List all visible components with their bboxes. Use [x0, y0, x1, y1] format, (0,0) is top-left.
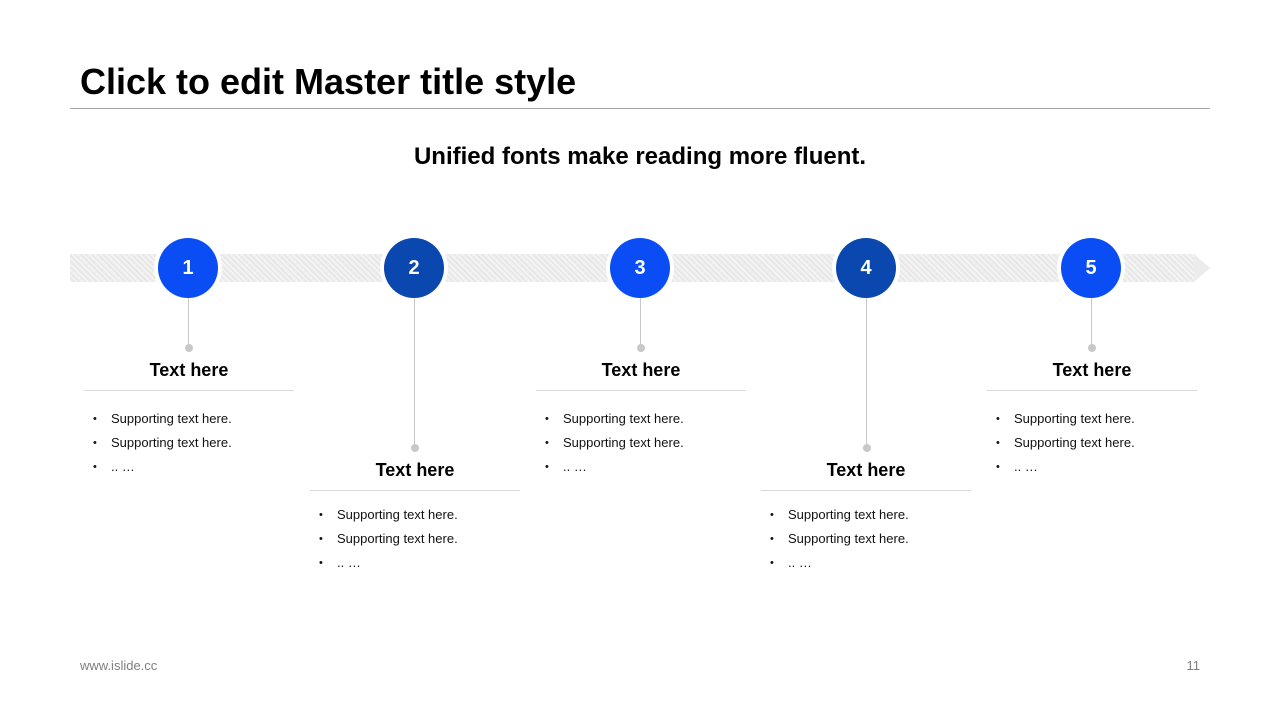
- step-4-title: Text here: [826, 460, 906, 480]
- step-2-number-circle: 2: [384, 238, 444, 298]
- step-4-number-circle: 4: [836, 238, 896, 298]
- step-3-bullet-list: Supporting text here. Supporting text he…: [543, 407, 733, 479]
- step-4-bullet-list: Supporting text here. Supporting text he…: [768, 503, 958, 575]
- list-item: Supporting text here.: [543, 431, 733, 455]
- step-4-number: 4: [860, 256, 872, 279]
- step-1-title: Text here: [149, 360, 229, 380]
- page-number: 11: [1186, 658, 1201, 673]
- list-item: Supporting text here.: [317, 503, 507, 527]
- list-item: .. …: [317, 551, 507, 575]
- step-2-number: 2: [408, 256, 420, 279]
- list-item: .. …: [91, 455, 281, 479]
- title-divider: [70, 108, 1210, 109]
- step-4-divider: [761, 490, 971, 491]
- step-1-number-circle: 1: [158, 238, 218, 298]
- list-item: .. …: [543, 455, 733, 479]
- step-4-connector-dot: [863, 444, 871, 452]
- list-item: .. …: [768, 551, 958, 575]
- step-2-title: Text here: [375, 460, 455, 480]
- list-item: Supporting text here.: [768, 503, 958, 527]
- step-5-number-circle: 5: [1061, 238, 1121, 298]
- step-2-connector-dot: [411, 444, 419, 452]
- step-1-connector: [188, 298, 189, 348]
- step-3-connector-dot: [637, 344, 645, 352]
- footer-url: www.islide.cc: [80, 658, 158, 673]
- step-5-divider: [987, 390, 1197, 391]
- step-1-number: 1: [182, 256, 194, 279]
- slide-title: Click to edit Master title style: [80, 61, 577, 102]
- list-item: .. …: [994, 455, 1184, 479]
- list-item: Supporting text here.: [768, 527, 958, 551]
- step-5-connector: [1091, 298, 1092, 348]
- step-3-divider: [536, 390, 746, 391]
- list-item: Supporting text here.: [317, 527, 507, 551]
- step-2-connector: [414, 298, 415, 448]
- step-4-connector: [866, 298, 867, 448]
- step-3-title: Text here: [601, 360, 681, 380]
- step-5-number: 5: [1085, 256, 1097, 279]
- list-item: Supporting text here.: [91, 407, 281, 431]
- list-item: Supporting text here.: [91, 431, 281, 455]
- step-3-number-circle: 3: [610, 238, 670, 298]
- step-2-divider: [310, 490, 520, 491]
- timeline-arrow-head: [1194, 254, 1210, 282]
- step-2-bullet-list: Supporting text here. Supporting text he…: [317, 503, 507, 575]
- list-item: Supporting text here.: [994, 407, 1184, 431]
- step-1-bullet-list: Supporting text here. Supporting text he…: [91, 407, 281, 479]
- step-5-connector-dot: [1088, 344, 1096, 352]
- step-1-connector-dot: [185, 344, 193, 352]
- step-3-number: 3: [634, 256, 646, 279]
- list-item: Supporting text here.: [543, 407, 733, 431]
- step-3-connector: [640, 298, 641, 348]
- slide-subtitle: Unified fonts make reading more fluent.: [413, 143, 867, 170]
- step-5-bullet-list: Supporting text here. Supporting text he…: [994, 407, 1184, 479]
- step-5-title: Text here: [1052, 360, 1132, 380]
- step-1-divider: [84, 390, 294, 391]
- list-item: Supporting text here.: [994, 431, 1184, 455]
